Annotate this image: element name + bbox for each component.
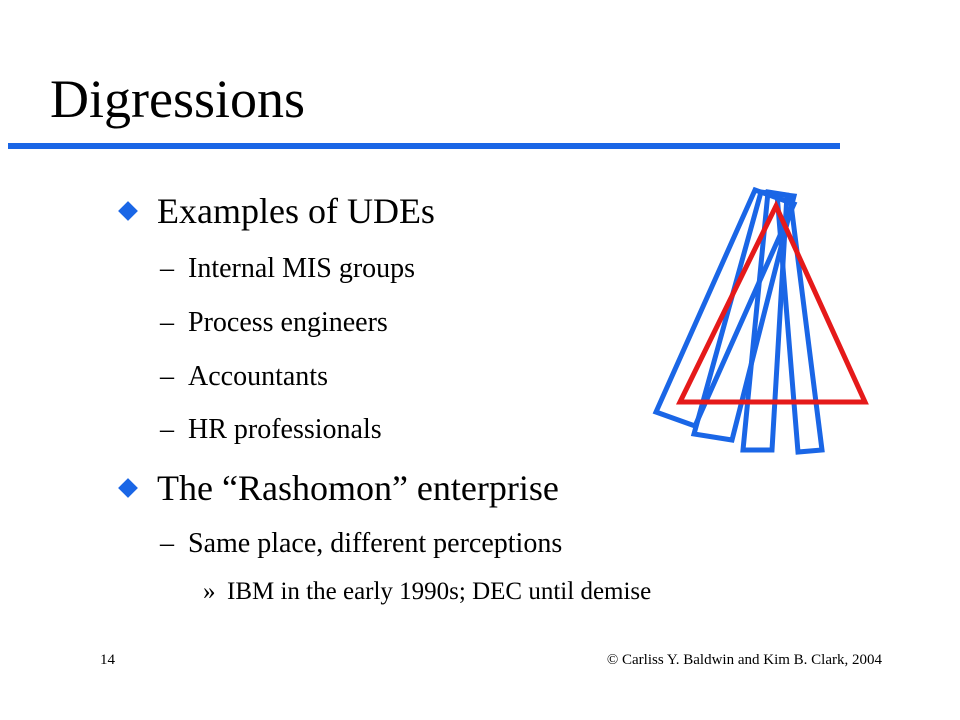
bullet-2: The “Rashomon” enterprise — [157, 468, 559, 508]
sub-item-2-1: –Same place, different perceptions — [160, 528, 563, 559]
sub-item-1-3: –Accountants — [160, 361, 328, 392]
bullet-diamond-icon — [118, 201, 138, 221]
page-number: 14 — [100, 652, 115, 668]
perspective-rect-4-icon — [774, 191, 825, 455]
title-underline — [8, 143, 840, 149]
sub-item-1-1: –Internal MIS groups — [160, 253, 416, 284]
perspectives-diagram-icon — [652, 186, 869, 455]
sub-sub-item-2-1: »IBM in the early 1990s; DEC until demis… — [203, 578, 652, 605]
sub-item-1-4: –HR professionals — [160, 414, 382, 445]
triangle-icon — [675, 200, 869, 405]
bullet-1: Examples of UDEs — [157, 191, 435, 231]
slide-title: Digressions — [50, 69, 305, 129]
sub-item-1-2: –Process engineers — [160, 307, 388, 338]
copyright-footer: © Carliss Y. Baldwin and Kim B. Clark, 2… — [606, 652, 882, 668]
bullet-diamond-icon — [118, 478, 138, 498]
